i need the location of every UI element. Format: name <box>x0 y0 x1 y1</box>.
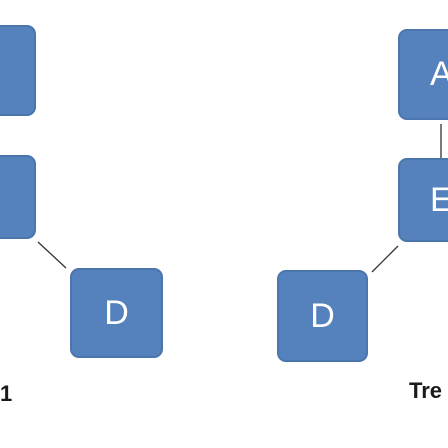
right-tree-caption: Tre <box>409 378 443 403</box>
right-tree-e-node: E <box>398 158 448 242</box>
right-tree-e-node-label: E <box>430 181 448 220</box>
right-tree-d-node: D <box>277 270 368 362</box>
left-tree-middle-node <box>0 155 36 239</box>
edge-right-e-to-d <box>371 245 399 273</box>
right-tree-a-node: A <box>398 29 448 120</box>
left-tree-caption: 1 <box>0 381 13 406</box>
right-tree-d-node-label: D <box>310 296 335 335</box>
left-tree-d-node: D <box>70 268 163 358</box>
edge-left-lower-to-d <box>37 241 67 269</box>
right-tree-a-node-label: A <box>430 55 448 94</box>
left-tree-top-node <box>0 25 36 116</box>
left-tree-d-node-label: D <box>104 293 129 332</box>
